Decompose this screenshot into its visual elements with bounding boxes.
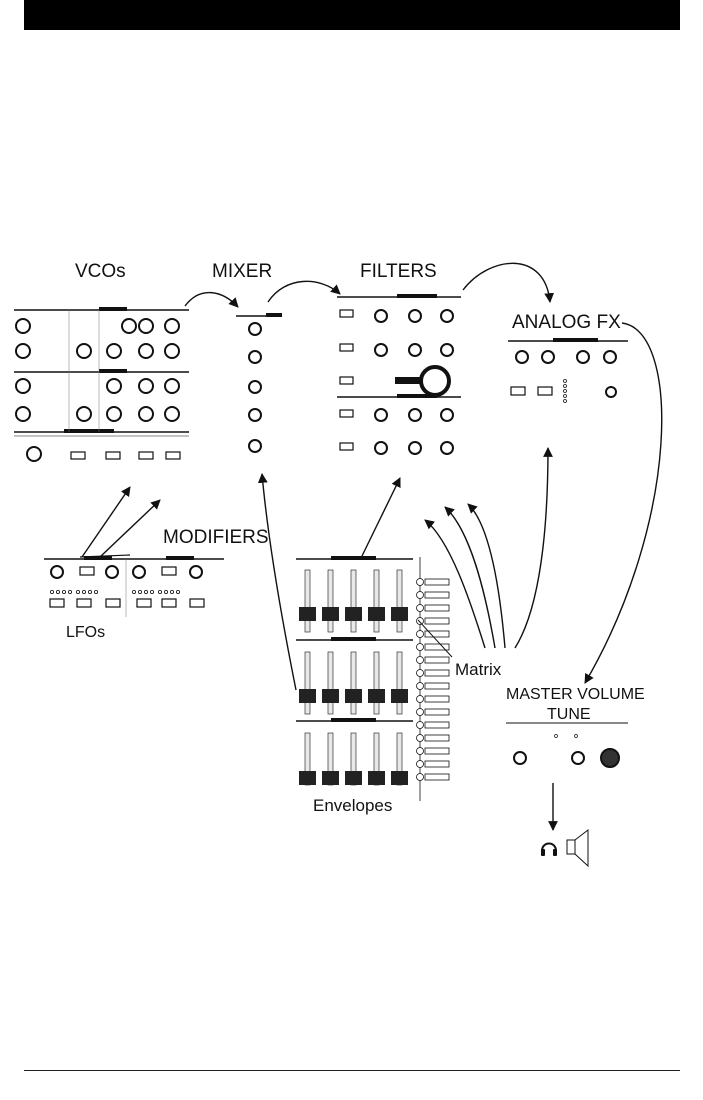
envelopes-panel — [296, 556, 413, 786]
vco-panel — [14, 306, 189, 470]
arrow-fx-to-master — [584, 322, 663, 684]
arrow-matrix-4 — [514, 447, 553, 649]
header-bar — [24, 0, 680, 30]
master-volume-panel — [506, 722, 628, 768]
arrow-filters-to-fx — [462, 262, 555, 303]
headphones-icon — [541, 842, 557, 856]
lfo-panel — [44, 556, 224, 617]
filters-label: FILTERS — [360, 261, 437, 282]
arrow-matrix-2 — [444, 506, 496, 649]
arrow-matrix-3 — [467, 503, 506, 649]
arrow-env-to-filters — [361, 477, 401, 557]
filters-panel — [337, 294, 461, 455]
vcos-label: VCOs — [75, 261, 126, 282]
arrow-vco-to-mixer — [184, 291, 239, 308]
arrow-mixer-to-filters — [267, 280, 341, 303]
matrix-label: Matrix — [455, 660, 502, 679]
arrow-modifiers-to-vco-2 — [99, 499, 161, 558]
lfos-label: LFOs — [66, 624, 106, 641]
mixer-panel — [236, 313, 282, 453]
analog-fx-label: ANALOG FX — [512, 312, 621, 333]
tune-label: TUNE — [547, 706, 591, 723]
analog-fx-panel — [508, 338, 628, 403]
envelopes-label: Envelopes — [313, 796, 393, 815]
matrix-panel — [416, 557, 450, 801]
arrow-modifiers-to-vco-1 — [81, 486, 131, 558]
mixer-label: MIXER — [212, 261, 273, 282]
speaker-icon — [566, 828, 589, 868]
footer-rule — [24, 1070, 680, 1071]
arrow-env-to-mixer — [257, 473, 297, 691]
arrow-matrix-1 — [424, 519, 486, 649]
master-volume-label: MASTER VOLUME — [506, 686, 645, 703]
modifiers-label: MODIFIERS — [163, 527, 269, 548]
